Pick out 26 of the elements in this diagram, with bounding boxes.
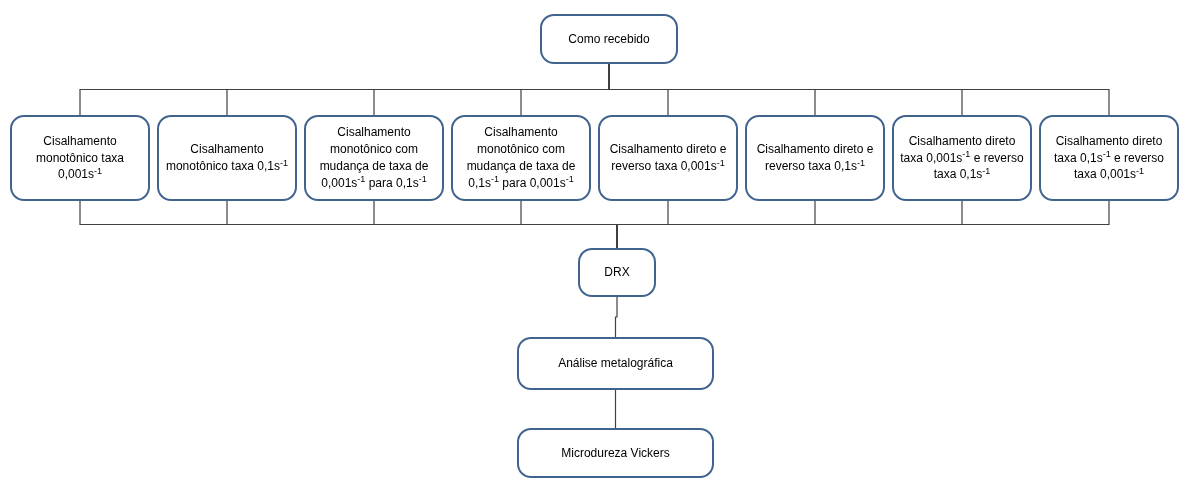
process-box: [598, 115, 738, 201]
process-box: [745, 115, 885, 201]
process-box: [578, 248, 656, 297]
process-box: [892, 115, 1032, 201]
box-label: Cisalhamento direto taxa 0,001s$^{-1}$ e reverso taxa 0,1s$^{-1}$: [899, 132, 1025, 184]
box-label: Cisalhamento monotônico taxa 0,001s$^{-1}$: [34, 132, 126, 184]
process-box: [451, 115, 591, 201]
box-label: Cisalhamento monotônico taxa 0,1s$^{-1}$: [164, 141, 290, 175]
box-label: Microdureza Vickers: [561, 444, 670, 462]
process-box: [304, 115, 444, 201]
box-label: Cisalhamento monotônico com mudança de taxa de 0,1s$^{-1}$ para 0,001s$^{-1}$: [465, 124, 577, 192]
box-label: Como recebido: [568, 30, 650, 48]
process-box: [157, 115, 297, 201]
process-box: [1039, 115, 1179, 201]
box-label: Cisalhamento direto e reverso taxa 0,1s$^{-1}$: [755, 141, 875, 175]
box-label: Cisalhamento monotônico com mudança de taxa de 0,001s$^{-1}$ para 0,1s$^{-1}$: [318, 124, 430, 192]
process-box: [10, 115, 150, 201]
process-box: [517, 428, 714, 478]
connector-line: [614, 389, 617, 429]
box-label: DRX: [604, 264, 630, 281]
box-label: Análise metalográfica: [558, 355, 673, 372]
box-label: Cisalhamento direto e reverso taxa 0,001s$^{-1}$: [608, 141, 728, 175]
connector-line: [614, 296, 618, 338]
box-label: Cisalhamento direto taxa 0,1s$^{-1}$ e reverso taxa 0,001s$^{-1}$: [1052, 132, 1166, 184]
process-box: [517, 337, 714, 390]
process-box: [540, 14, 678, 64]
